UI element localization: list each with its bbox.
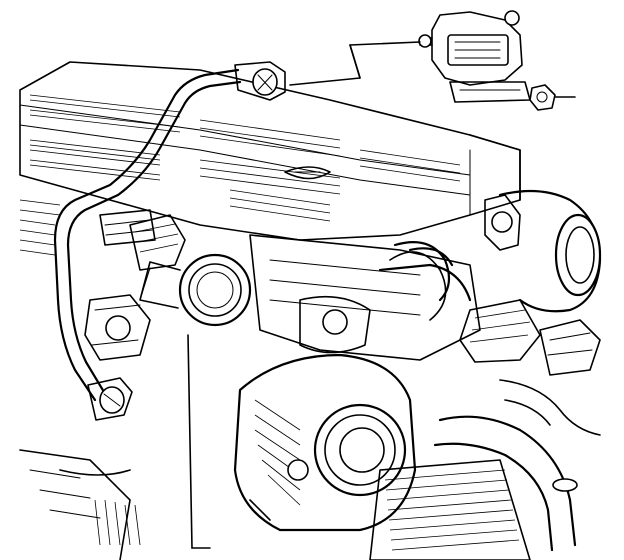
radiator-hose — [433, 379, 601, 552]
vacuum-switch-valve — [418, 10, 531, 103]
left-bracket-sensor — [84, 214, 186, 361]
engine-block — [249, 234, 481, 361]
callout-top — [289, 41, 421, 86]
lower-left-pulley — [19, 449, 141, 560]
intake-manifold-cover — [19, 61, 521, 241]
air-duct-right — [459, 189, 602, 376]
alternator — [233, 353, 417, 532]
vacuum-hose-assembly — [53, 61, 286, 421]
radiator — [369, 459, 531, 560]
upper-left-details — [19, 199, 156, 256]
throttle-body — [139, 253, 252, 327]
callout-bottom — [187, 334, 211, 549]
retaining-nut — [529, 84, 576, 111]
